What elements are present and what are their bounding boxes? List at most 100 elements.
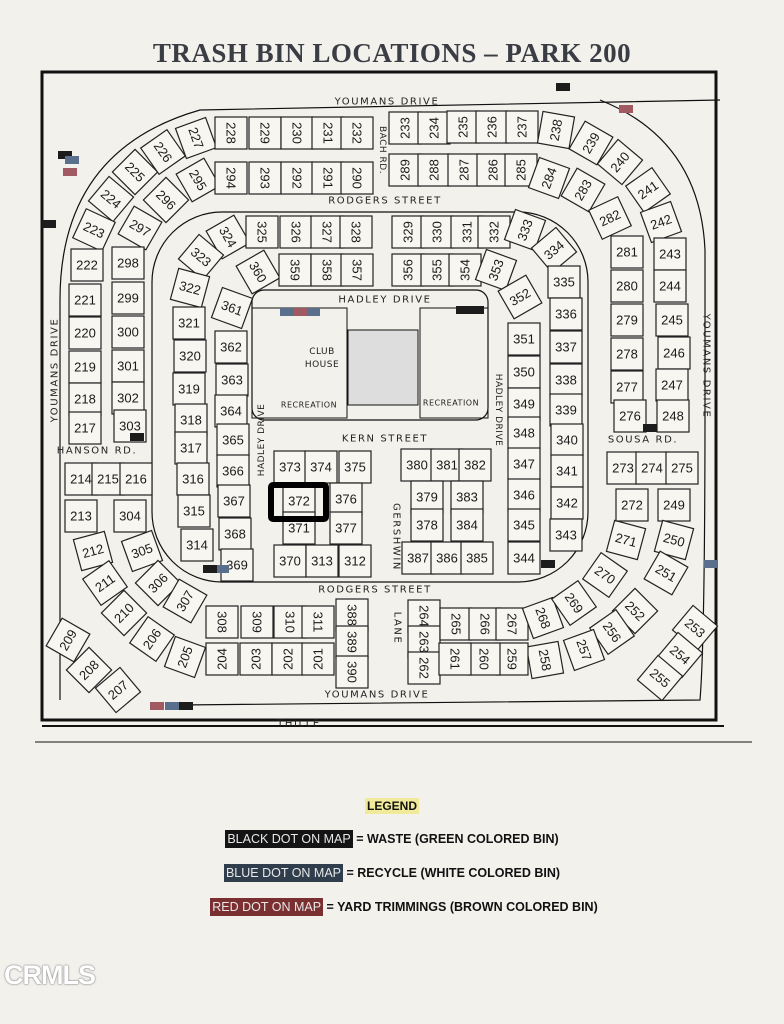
lot-box bbox=[588, 608, 636, 656]
bin-marker-yard bbox=[150, 702, 164, 710]
lot-340: 340 bbox=[550, 423, 584, 457]
lot-number: 250 bbox=[662, 530, 687, 550]
lot-box bbox=[305, 544, 339, 578]
street-youmans-top: YOUMANS DRIVE bbox=[334, 97, 440, 108]
lot-266: 266 bbox=[468, 607, 502, 641]
lot-222: 222 bbox=[70, 248, 104, 282]
lot-box bbox=[173, 339, 207, 373]
lot-number: 380 bbox=[406, 458, 428, 473]
lot-347: 347 bbox=[507, 447, 541, 481]
lot-359: 359 bbox=[278, 253, 312, 287]
lot-box bbox=[655, 368, 689, 402]
lot-box bbox=[410, 508, 444, 542]
lot-box bbox=[653, 269, 687, 303]
lot-box bbox=[235, 249, 281, 295]
lot-378: 378 bbox=[410, 508, 444, 542]
lot-205: 205 bbox=[163, 635, 207, 679]
lot-number: 261 bbox=[448, 648, 463, 670]
lot-242: 242 bbox=[639, 200, 683, 244]
street-sousa: SOUSA RD. bbox=[608, 435, 678, 446]
lot-285: 285 bbox=[504, 153, 538, 187]
lot-number: 381 bbox=[436, 458, 458, 473]
lot-326: 326 bbox=[279, 215, 313, 249]
lot-325: 325 bbox=[245, 215, 279, 249]
lot-258: 258 bbox=[525, 640, 565, 680]
lot-number: 379 bbox=[416, 490, 438, 505]
street-labels: YOUMANS DRIVE BACH RD. RODGERS STREET HA… bbox=[50, 97, 712, 730]
lot-377: 377 bbox=[329, 511, 363, 545]
lot-257: 257 bbox=[562, 628, 606, 672]
lot-number: 378 bbox=[416, 518, 438, 533]
lot-number: 286 bbox=[486, 159, 501, 181]
lot-box bbox=[329, 511, 363, 545]
lot-383: 383 bbox=[450, 480, 484, 514]
lot-number: 333 bbox=[514, 217, 536, 243]
lot-237: 237 bbox=[505, 110, 539, 144]
lot-number: 355 bbox=[430, 259, 445, 281]
lot-319: 319 bbox=[172, 372, 206, 406]
legend-item-yard: RED DOT ON MAP = YARD TRIMMINGS (BROWN C… bbox=[12, 898, 784, 916]
lot-number: 204 bbox=[215, 648, 230, 670]
lot-290: 290 bbox=[340, 161, 374, 195]
street-bach: BACH RD. bbox=[377, 126, 387, 174]
lot-348: 348 bbox=[507, 416, 541, 450]
lot-box bbox=[180, 528, 214, 562]
lot-295: 295 bbox=[175, 157, 221, 203]
lot-box bbox=[639, 200, 683, 244]
lot-number: 229 bbox=[258, 122, 273, 144]
lot-263: 263 bbox=[407, 625, 441, 659]
lot-number: 358 bbox=[320, 259, 335, 281]
lot-box bbox=[610, 337, 644, 371]
lot-number: 233 bbox=[398, 117, 413, 139]
lot-number: 339 bbox=[555, 403, 577, 418]
lot-364: 364 bbox=[214, 394, 248, 428]
lot-number: 302 bbox=[117, 391, 139, 406]
lot-box bbox=[273, 544, 307, 578]
lot-box bbox=[615, 488, 649, 522]
lot-box bbox=[68, 382, 102, 416]
lot-328: 328 bbox=[339, 215, 373, 249]
lot-number: 212 bbox=[81, 541, 106, 561]
lot-box bbox=[120, 529, 164, 573]
street-youmans-right: YOUMANS DRIVE bbox=[701, 313, 712, 419]
lot-240: 240 bbox=[596, 138, 644, 186]
lot-246: 246 bbox=[657, 336, 691, 370]
highlight-lot-372-box bbox=[268, 482, 329, 522]
lot-box bbox=[205, 642, 239, 676]
lot-342: 342 bbox=[550, 486, 584, 520]
lot-341: 341 bbox=[550, 454, 584, 488]
lot-298: 298 bbox=[111, 246, 145, 280]
lot-number: 247 bbox=[661, 378, 683, 393]
lot-box bbox=[340, 116, 374, 150]
lot-335: 335 bbox=[547, 265, 581, 299]
lot-207: 207 bbox=[94, 666, 142, 714]
lot-box bbox=[550, 454, 584, 488]
lot-number: 276 bbox=[619, 409, 641, 424]
lot-373: 373 bbox=[273, 450, 307, 484]
lot-box bbox=[636, 654, 684, 702]
lot-number: 386 bbox=[436, 551, 458, 566]
lot-321: 321 bbox=[172, 306, 206, 340]
lot-box bbox=[536, 110, 576, 150]
lot-number: 285 bbox=[514, 159, 529, 181]
lot-box bbox=[169, 267, 211, 309]
lot-212: 212 bbox=[72, 530, 114, 572]
lot-368: 368 bbox=[218, 517, 252, 551]
lot-number: 268 bbox=[532, 605, 554, 631]
lot-number: 203 bbox=[249, 648, 264, 670]
lot-box bbox=[656, 399, 690, 433]
lot-box bbox=[113, 499, 147, 533]
lot-number: 331 bbox=[460, 221, 475, 243]
lot-202: 202 bbox=[271, 642, 305, 676]
lot-243: 243 bbox=[653, 237, 687, 271]
lot-box bbox=[72, 530, 114, 572]
lot-number: 266 bbox=[478, 613, 493, 635]
legend-title: LEGEND bbox=[0, 798, 784, 814]
lot-number: 291 bbox=[321, 167, 336, 189]
lot-box bbox=[174, 431, 208, 465]
lot-number: 347 bbox=[513, 457, 535, 472]
lot-box bbox=[550, 579, 598, 627]
lot-208: 208 bbox=[65, 646, 113, 694]
lot-361: 361 bbox=[210, 286, 254, 330]
